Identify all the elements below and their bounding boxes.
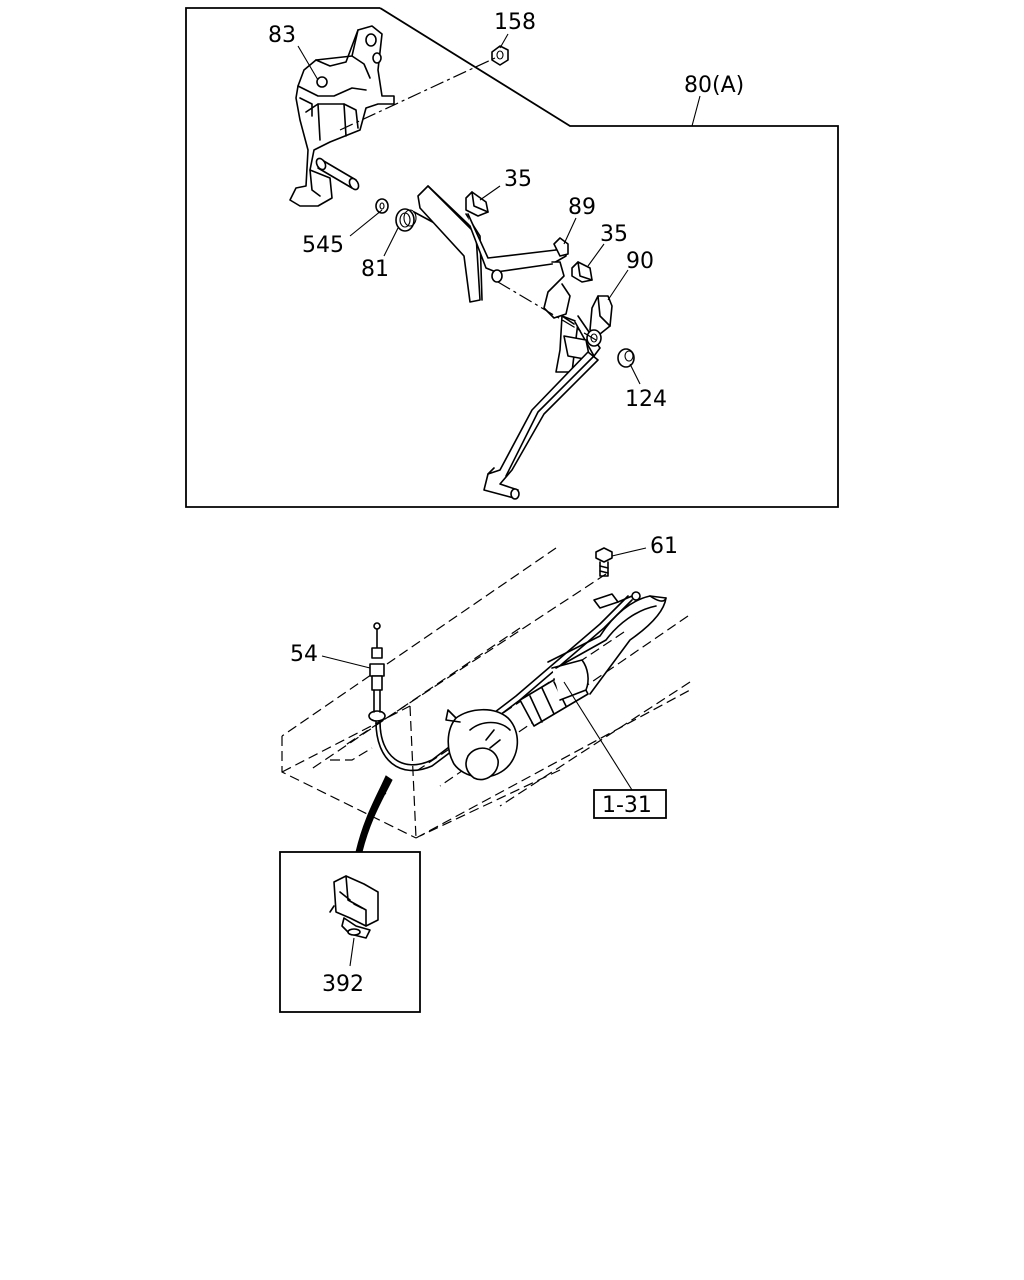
pivot-pin-drawing	[315, 157, 360, 191]
callout-35-lower: 35	[600, 222, 628, 247]
leader-lines	[297, 33, 701, 967]
pedal-lever-drawing	[417, 185, 601, 500]
cable-clip-drawing	[593, 591, 641, 609]
callout-158: 158	[494, 10, 536, 35]
callout-545: 545	[302, 233, 344, 258]
detail-box-392	[279, 851, 421, 1013]
clip-35b-drawing	[571, 261, 593, 283]
callout-35-upper: 35	[504, 167, 532, 192]
pivot-centerline	[497, 281, 597, 341]
ref-box-1-31	[593, 789, 667, 819]
callout-81: 81	[361, 257, 389, 282]
assembly-frame-80a	[185, 7, 839, 508]
washer-545-drawing	[375, 198, 389, 214]
callout-392: 392	[322, 972, 364, 997]
shaft-boot-1-31-drawing	[445, 595, 667, 781]
nut-158-drawing	[491, 45, 509, 66]
callout-83: 83	[268, 23, 296, 48]
callout-89: 89	[568, 195, 596, 220]
assembly-centerline	[339, 57, 496, 131]
callout-124: 124	[625, 387, 667, 412]
bolt-61-drawing	[595, 547, 613, 577]
callout-90: 90	[626, 249, 654, 274]
detail-arrow-drawing	[355, 775, 393, 853]
callout-61: 61	[650, 534, 678, 559]
callout-54: 54	[290, 642, 318, 667]
clip-35a-drawing	[465, 191, 489, 217]
callout-80a: 80(A)	[684, 73, 744, 98]
stopper-90-drawing	[586, 295, 613, 347]
callout-1-31: 1-31	[602, 793, 652, 818]
bracket-83-drawing	[289, 25, 395, 207]
bushing-124-drawing	[617, 348, 635, 368]
